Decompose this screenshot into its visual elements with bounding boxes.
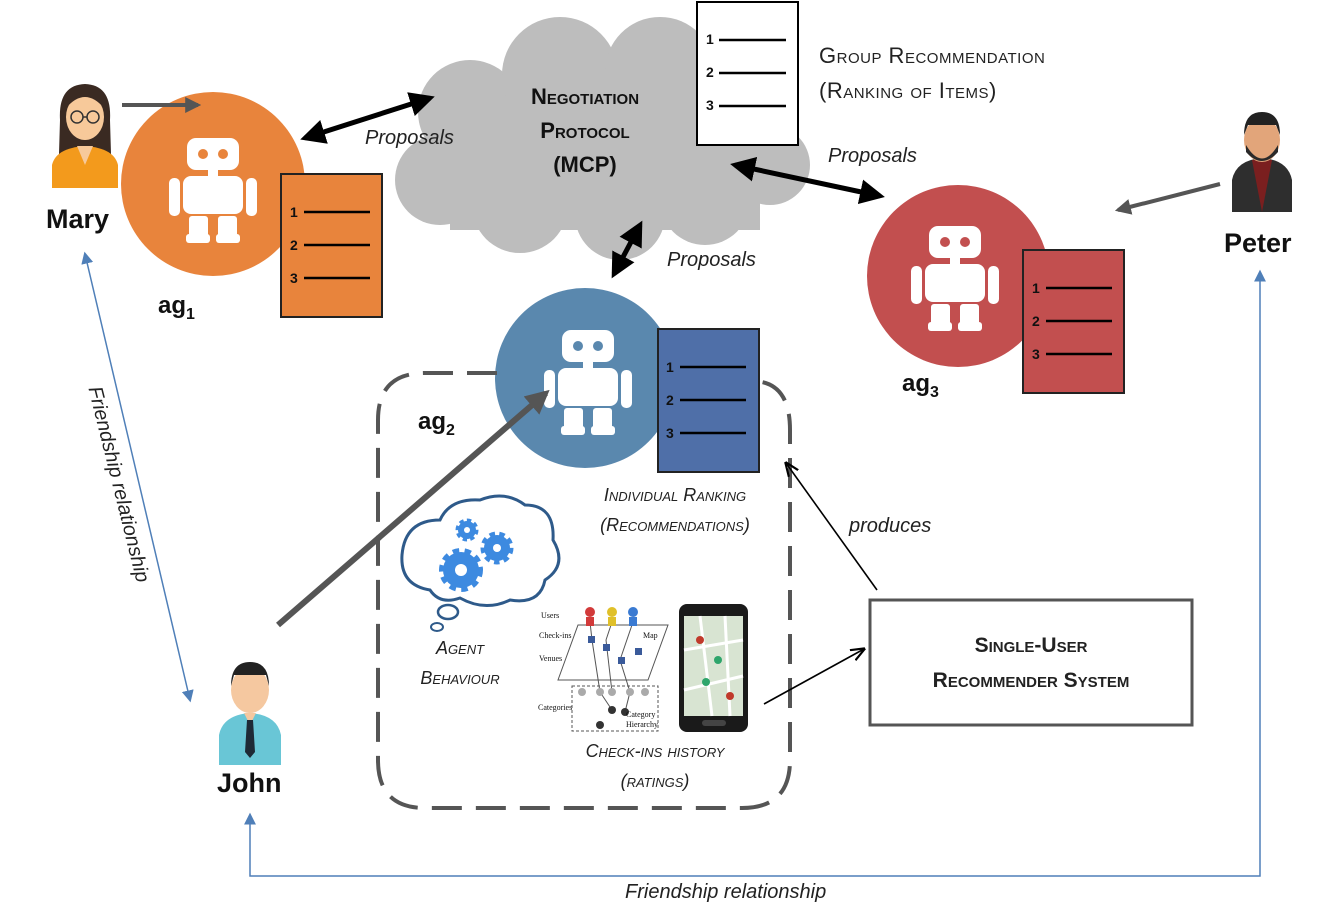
ag3-rank-1: 1 bbox=[1032, 280, 1040, 296]
group-rank-3: 3 bbox=[706, 97, 714, 113]
agent-ag3 bbox=[867, 185, 1049, 367]
group-rank-2: 2 bbox=[706, 64, 714, 80]
agent-behaviour-caption: Agent Behaviour bbox=[420, 638, 500, 688]
ag2-label: ag2 bbox=[418, 408, 455, 439]
graph-users-label: Users bbox=[541, 611, 560, 620]
proposals-label-ag1: Proposals bbox=[365, 127, 454, 149]
proposals-label-ag2: Proposals bbox=[667, 249, 756, 271]
ag2-rank-2: 2 bbox=[666, 392, 674, 408]
friendship-john-peter bbox=[244, 269, 1266, 877]
peter-to-ag3-arrow bbox=[1114, 182, 1221, 215]
peter-label: Peter bbox=[1224, 228, 1292, 258]
individual-ranking-caption: Individual Ranking (Recommendations) bbox=[600, 485, 750, 535]
peter-avatar bbox=[1232, 112, 1292, 212]
ag1-rank-1: 1 bbox=[290, 204, 298, 220]
friendship-mary-john bbox=[81, 251, 194, 703]
group-rank-1: 1 bbox=[706, 31, 714, 47]
ag1-rank-2: 2 bbox=[290, 237, 298, 253]
proposals-arrow-ag2 bbox=[611, 220, 643, 279]
recommender-system-title: Single-User Recommender System bbox=[932, 634, 1130, 692]
agent-ag1 bbox=[121, 92, 305, 276]
friendship-label-bottom: Friendship relationship bbox=[625, 881, 827, 903]
proposals-label-ag3: Proposals bbox=[828, 145, 917, 167]
john-avatar bbox=[219, 662, 281, 765]
ag2-rank-1: 1 bbox=[666, 359, 674, 375]
checkins-to-system-arrow bbox=[763, 649, 864, 705]
group-ranking-document bbox=[696, 1, 799, 146]
agent-behaviour-cloud bbox=[400, 494, 561, 632]
ag3-rank-3: 3 bbox=[1032, 346, 1040, 362]
recommender-system-box bbox=[868, 598, 1194, 727]
ag2-rank-3: 3 bbox=[666, 425, 674, 441]
ag1-rank-3: 3 bbox=[290, 270, 298, 286]
graph-categories-label: Categories bbox=[538, 703, 573, 712]
ag1-label: ag1 bbox=[158, 292, 195, 323]
graph-checkins-label: Check-ins bbox=[539, 631, 572, 640]
proposals-arrow-ag1 bbox=[300, 92, 435, 144]
group-recommendation-title: Group Recommendation (Ranking of Items) bbox=[819, 43, 1046, 103]
graph-venues-label: Venues bbox=[539, 654, 563, 663]
graph-hierarchy-label: Hierarchy bbox=[626, 720, 658, 729]
john-label: John bbox=[217, 768, 282, 798]
checkins-history-caption: Check-ins history (ratings) bbox=[585, 741, 725, 791]
smartphone-icon bbox=[679, 604, 748, 732]
negotiation-protocol-title: Negotiation Protocol (MCP) bbox=[530, 84, 640, 177]
proposals-arrow-ag3 bbox=[730, 156, 885, 205]
mary-label: Mary bbox=[46, 204, 110, 234]
graph-map-label: Map bbox=[643, 631, 658, 640]
ag3-label: ag3 bbox=[902, 370, 939, 401]
produces-label: produces bbox=[849, 515, 932, 537]
agent-ag2 bbox=[495, 288, 675, 468]
ag3-rank-2: 2 bbox=[1032, 313, 1040, 329]
mary-avatar bbox=[52, 84, 118, 188]
graph-category-label: Category bbox=[626, 710, 656, 719]
